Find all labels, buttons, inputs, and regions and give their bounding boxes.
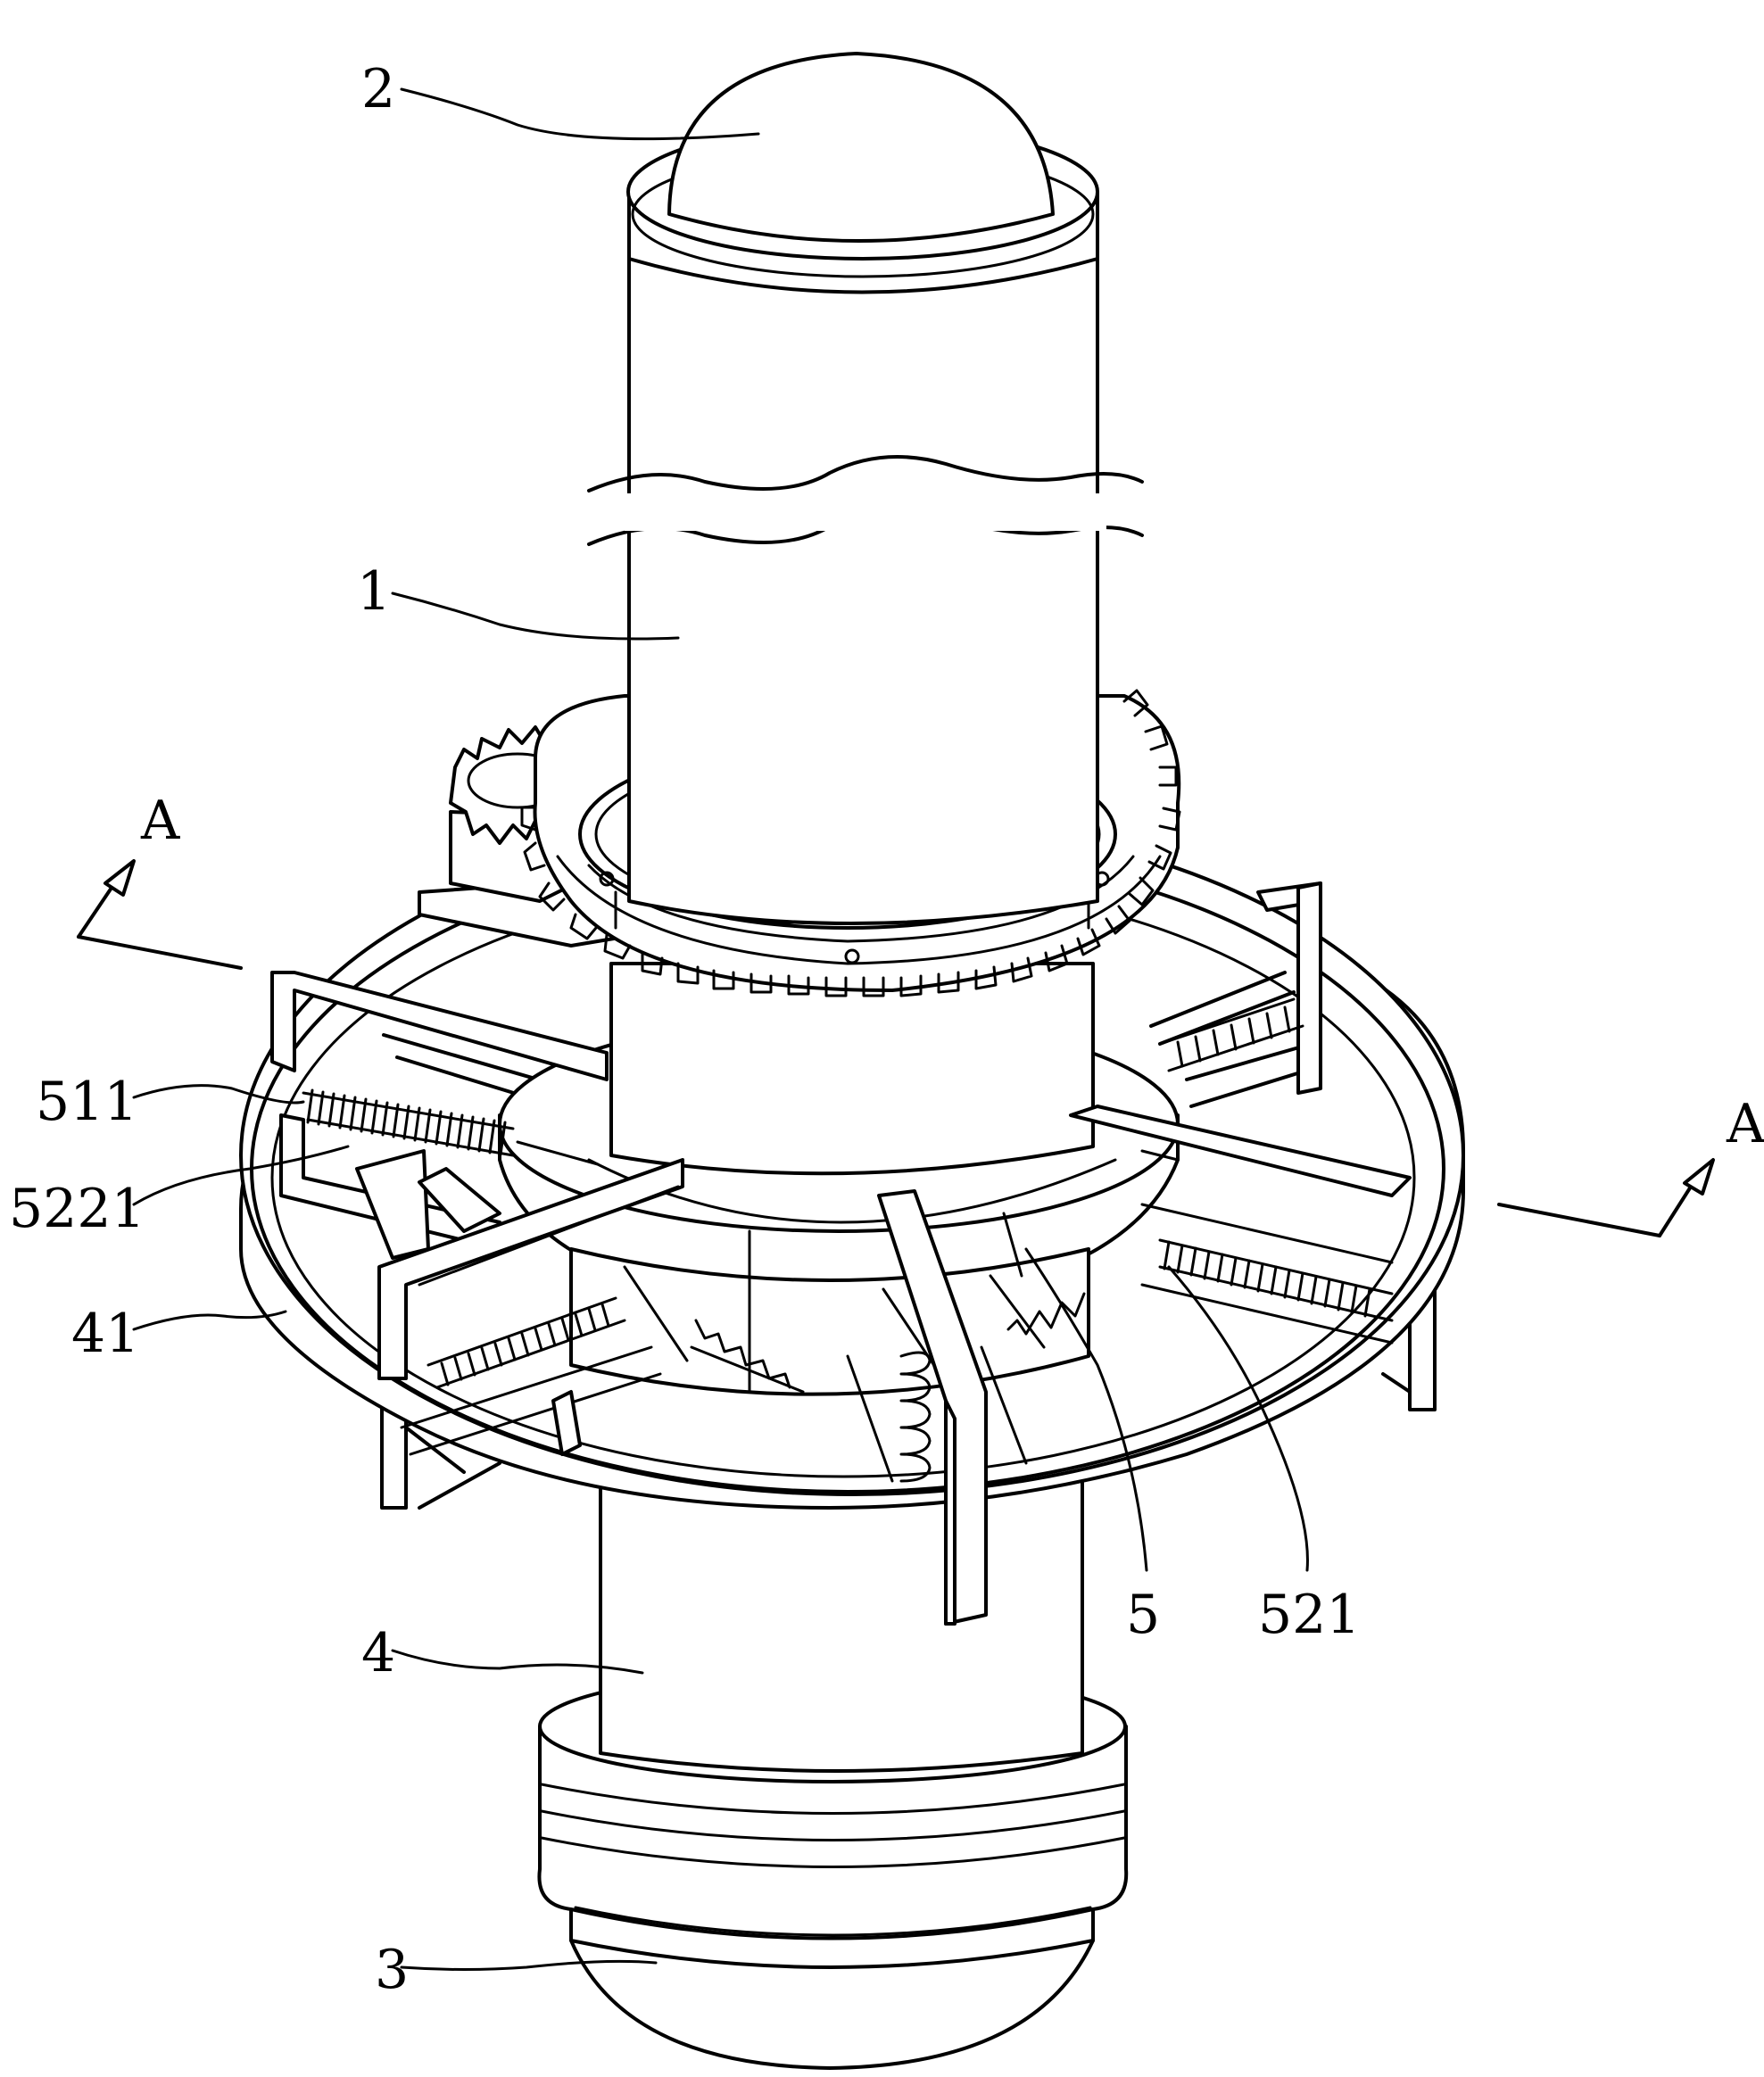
label-511: 511 xyxy=(36,1071,138,1133)
leader-4 xyxy=(391,1649,644,1675)
reference-labels: 2 1 511 5221 41 4 3 5 521 A A xyxy=(9,58,1764,2001)
label-5: 5 xyxy=(1126,1584,1160,1646)
label-41: 41 xyxy=(71,1303,139,1365)
label-1: 1 xyxy=(357,560,391,623)
leader-5221 xyxy=(132,1145,350,1206)
label-5221: 5221 xyxy=(9,1178,145,1240)
leader-3 xyxy=(400,1959,658,1971)
section-line-a-a xyxy=(77,859,1715,1237)
label-3: 3 xyxy=(375,1939,409,2001)
leader-2 xyxy=(400,87,760,141)
clamp-assemblies xyxy=(270,881,1412,1626)
label-4: 4 xyxy=(361,1622,395,1684)
middle-column xyxy=(609,962,1095,1176)
upper-column-1 xyxy=(587,257,1144,925)
label-2: 2 xyxy=(361,58,395,120)
leader-521 xyxy=(1167,1265,1309,1572)
leader-41 xyxy=(132,1310,287,1331)
label-521: 521 xyxy=(1258,1584,1361,1646)
leader-lines xyxy=(132,87,1309,1971)
leader-5 xyxy=(1024,1247,1148,1572)
top-cap-2 xyxy=(626,52,1099,294)
leader-511 xyxy=(132,1084,305,1105)
leader-1 xyxy=(391,592,680,641)
label-section-a-left: A xyxy=(140,790,180,852)
label-section-a-right: A xyxy=(1726,1093,1764,1155)
